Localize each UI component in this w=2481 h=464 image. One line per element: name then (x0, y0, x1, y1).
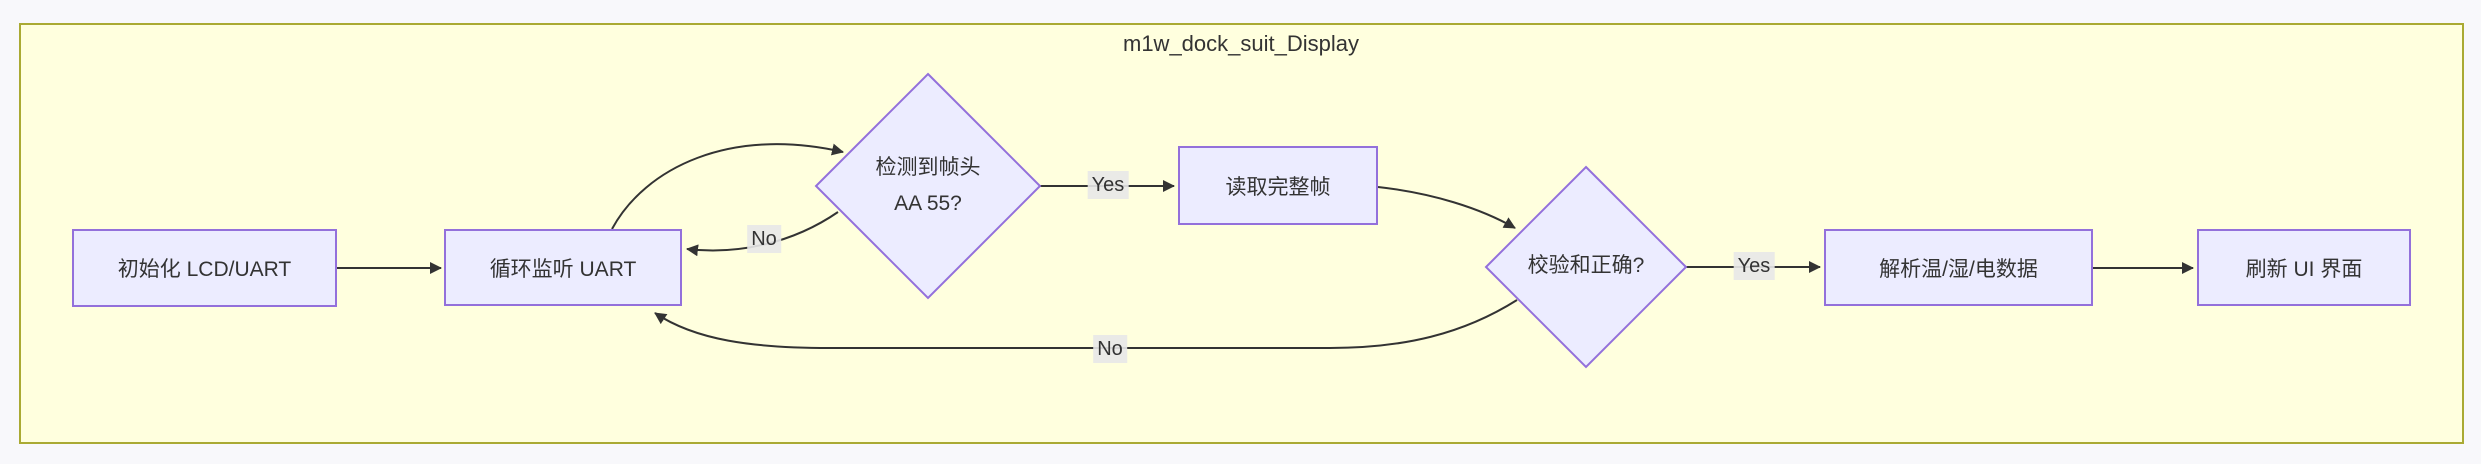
node-checksum-label: 校验和正确? (1527, 254, 1645, 277)
node-parse-label: 解析温/湿/电数据 (1879, 257, 2038, 281)
decision-diamond-checksum[interactable] (1484, 165, 1688, 369)
node-listen-label: 循环监听 UART (489, 257, 637, 281)
node-init[interactable]: 初始化 LCD/UART (72, 229, 337, 307)
edge-label-checksum-no: No (1093, 335, 1127, 363)
node-parse[interactable]: 解析温/湿/电数据 (1824, 229, 2093, 306)
node-detect-label: 检测到帧头 AA 55? (876, 150, 981, 222)
node-listen[interactable]: 循环监听 UART (444, 229, 682, 306)
cluster-title: m1w_dock_suit_Display (1123, 31, 1359, 56)
edge-checksum-no-to-listen (654, 299, 1518, 349)
node-detect-label-line1: 检测到帧头 (875, 156, 981, 179)
edge-label-detect-yes: Yes (1087, 171, 1129, 199)
edge-listen-to-detect (611, 143, 844, 230)
node-read[interactable]: 读取完整帧 (1178, 146, 1378, 225)
node-init-label: 初始化 LCD/UART (117, 258, 292, 281)
node-read-label: 读取完整帧 (1225, 175, 1331, 199)
decision-diamond-detect[interactable] (814, 72, 1042, 300)
node-refresh-label: 刷新 UI 界面 (2245, 257, 2363, 281)
node-refresh[interactable]: 刷新 UI 界面 (2197, 229, 2411, 306)
edge-read-to-checksum (1377, 186, 1516, 229)
edge-label-checksum-yes: Yes (1733, 252, 1775, 280)
node-detect-label-line2: AA 55? (894, 192, 962, 215)
edge-label-detect-no: No (747, 225, 781, 253)
